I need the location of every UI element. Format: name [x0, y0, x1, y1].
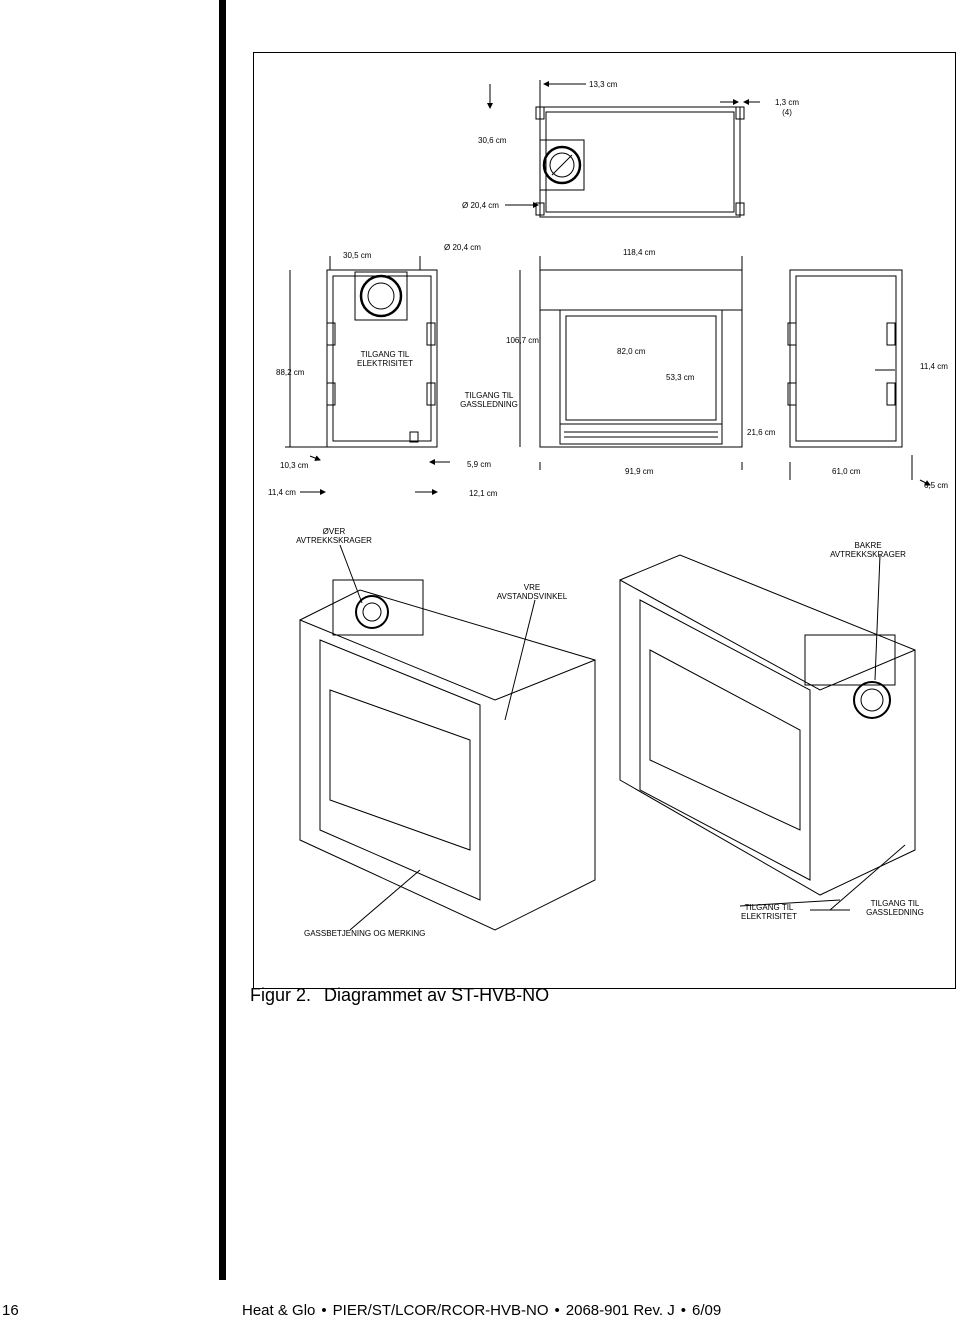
- label-spacer-1: VRE: [523, 583, 541, 592]
- top-view: [487, 80, 760, 218]
- label-upper-collar-1: ØVER: [322, 527, 346, 536]
- label-rear-collar-2: AVTREKKSKRAGER: [830, 550, 906, 559]
- dim-top-clearance: 1,3 cm: [774, 98, 800, 107]
- label-upper-collar-2: AVTREKKSKRAGER: [296, 536, 372, 545]
- dim-opening-width: 82,0 cm: [617, 347, 646, 356]
- dim-gas-depth: 12,1 cm: [469, 489, 498, 498]
- dim-overall-height: 106,7 cm: [506, 336, 539, 345]
- side-view-right: [787, 269, 931, 486]
- label-electric-access-1: TILGANG TIL: [360, 350, 410, 359]
- label-rear-collar-1: BAKRE: [854, 541, 882, 550]
- label-gas-access-iso-1: TILGANG TIL: [870, 899, 920, 908]
- dim-side-flue-offset: 30,5 cm: [343, 251, 372, 260]
- dim-top-width: 13,3 cm: [589, 80, 618, 89]
- footer-rev: Rev. J: [633, 1302, 675, 1319]
- dim-top-depth: 30,6 cm: [478, 136, 507, 145]
- front-view: [519, 256, 743, 470]
- dim-front-width: 118,4 cm: [623, 248, 656, 257]
- dim-top-qty: (4): [782, 108, 792, 117]
- label-electric-access-2: ELEKTRISITET: [356, 359, 414, 368]
- dim-left-bottom: 10,3 cm: [280, 461, 309, 470]
- callout-leaders: [339, 544, 906, 931]
- dim-base-height: 21,6 cm: [747, 428, 776, 437]
- figure-frame: [253, 52, 956, 989]
- footer-brand: Heat & Glo: [242, 1302, 316, 1319]
- dim-right-offset: 6,5 cm: [924, 481, 949, 490]
- figure-caption: Figur 2. Diagrammet av ST-HVB-NO: [250, 985, 557, 1006]
- dim-front-base: 91,9 cm: [625, 467, 654, 476]
- footer-models: PIER/ST/LCOR/RCOR-HVB-NO: [332, 1302, 549, 1319]
- dim-opening-height: 53,3 cm: [666, 373, 695, 382]
- label-electric-access-iso-1: TILGANG TIL: [744, 903, 794, 912]
- figure-number: Figur 2.: [250, 985, 312, 1005]
- dim-top-flue-diam: Ø 20,4 cm: [462, 201, 499, 210]
- label-gas-control: GASSBETJENING OG MERKING: [304, 929, 426, 938]
- iso-view-right: [619, 554, 916, 896]
- side-view-left: [285, 256, 450, 495]
- label-spacer-2: AVSTANDSVINKEL: [496, 592, 568, 601]
- footer-date: 6/09: [692, 1302, 722, 1319]
- dim-side-flue-diam: Ø 20,4 cm: [444, 243, 481, 252]
- label-electric-access-iso-2: ELEKTRISITET: [740, 912, 798, 921]
- dim-left-base: 11,4 cm: [268, 488, 296, 497]
- dim-left-height: 88,2 cm: [276, 368, 305, 377]
- label-gas-access-1: TILGANG TIL: [464, 391, 514, 400]
- dim-gas-offset: 5,9 cm: [467, 460, 492, 469]
- label-gas-access-2: GASSLEDNING: [460, 400, 518, 409]
- dim-right-base: 61,0 cm: [832, 467, 861, 476]
- footer-meta: Heat & Glo•PIER/ST/LCOR/RCOR-HVB-NO•2068…: [242, 1302, 722, 1319]
- label-gas-access-iso-2: GASSLEDNING: [866, 908, 924, 917]
- footer-docnum: 2068-901: [565, 1302, 630, 1319]
- dim-right-clearance: 11,4 cm: [920, 362, 948, 371]
- page-side-bar: [219, 0, 226, 1280]
- figure-title: Diagrammet av ST-HVB-NO: [324, 985, 550, 1005]
- page-number: 16: [2, 1302, 19, 1319]
- iso-view-left: [299, 579, 596, 931]
